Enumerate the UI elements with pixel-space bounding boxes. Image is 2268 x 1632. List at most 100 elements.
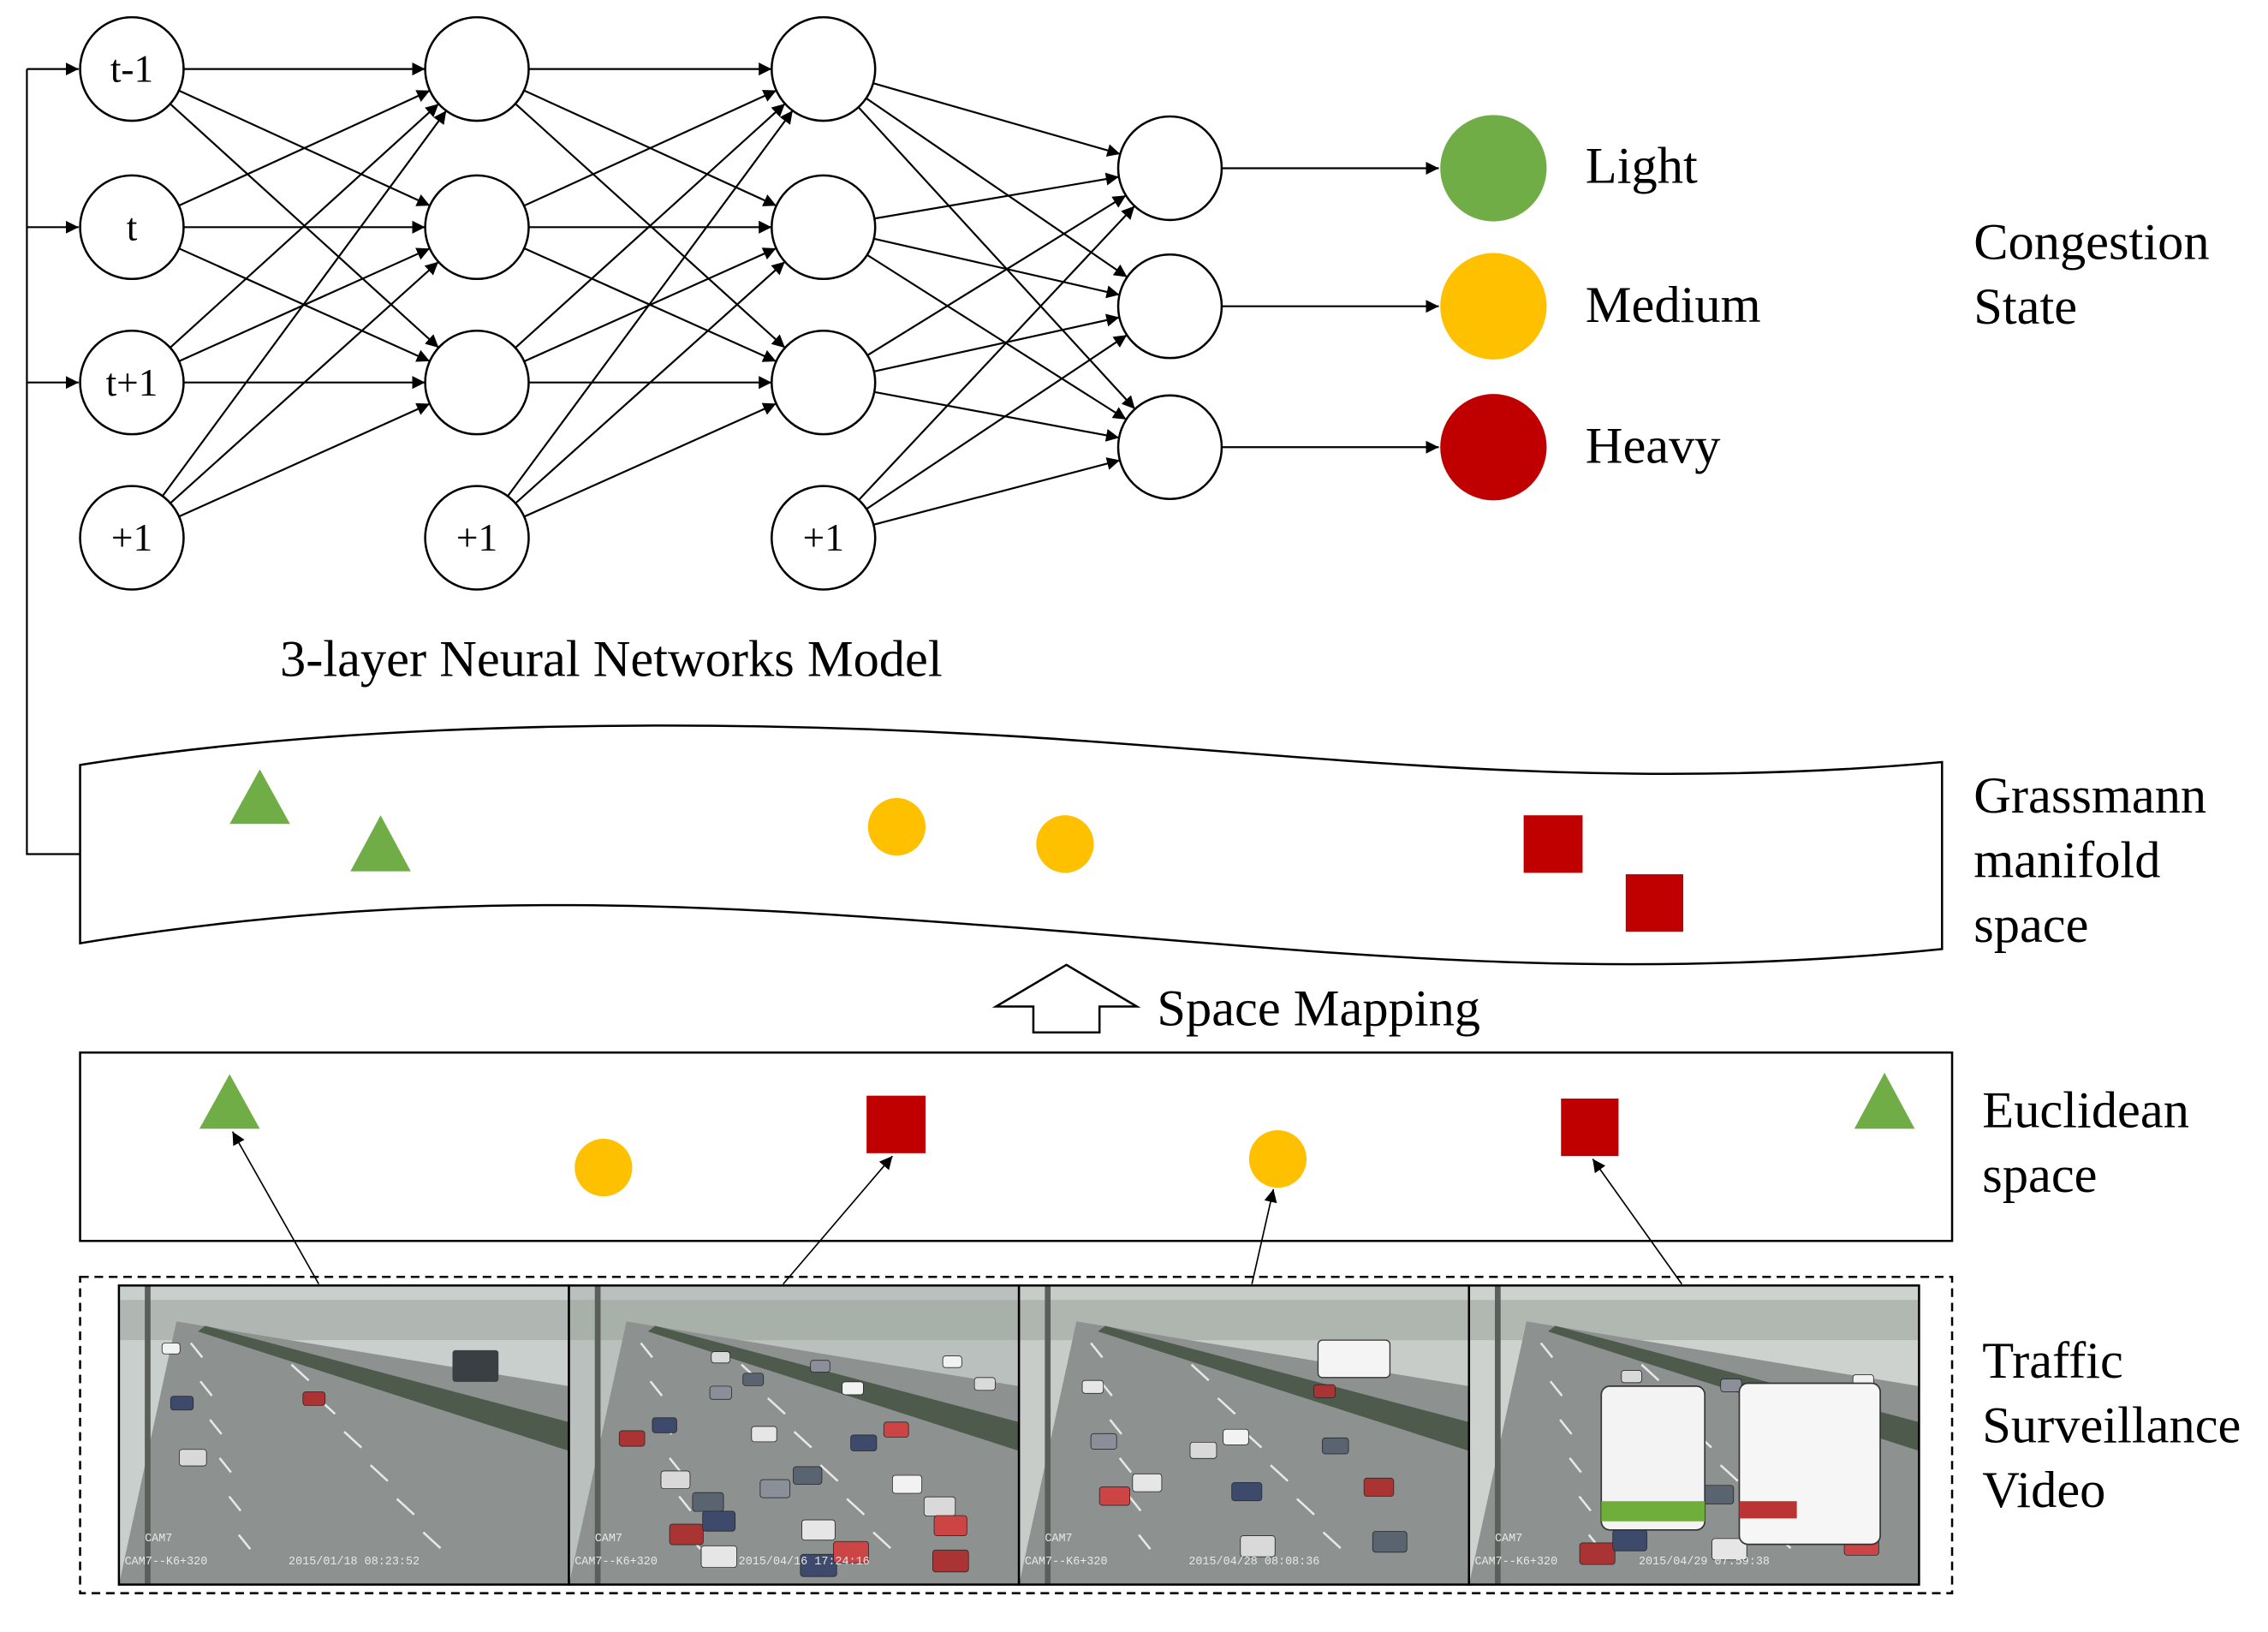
network-connection <box>178 89 431 207</box>
heavy-label: Heavy <box>1586 418 1721 475</box>
network-connection <box>161 110 448 497</box>
hidden-layer-2: +1 <box>771 15 877 591</box>
svg-text:space: space <box>1982 1147 2097 1204</box>
grassmann-manifold-band <box>79 724 1944 966</box>
hidden-layer-1: +1 <box>424 15 530 591</box>
frame-timestamp: 2015/04/29 07:59:38 <box>1639 1556 1770 1569</box>
frame-location-label: CAM7--K6+320 <box>125 1556 208 1569</box>
light-triangle-marker <box>199 1074 260 1129</box>
bias-label: +1 <box>803 516 844 559</box>
medium-circle-marker <box>574 1139 633 1197</box>
network-connection <box>872 457 1121 526</box>
network-connections <box>161 63 1136 526</box>
network-connection <box>873 313 1120 372</box>
svg-text:State: State <box>1973 278 2077 336</box>
network-connection <box>515 103 786 349</box>
input-node-label: t <box>127 205 138 248</box>
svg-text:Traffic: Traffic <box>1982 1332 2123 1390</box>
space-mapping-arrow <box>991 963 1141 1034</box>
network-connection <box>866 194 1127 356</box>
network-connection <box>873 237 1120 299</box>
frame-timestamp: 2015/04/16 17:24:16 <box>739 1556 870 1569</box>
medium-state-dot <box>1440 253 1547 360</box>
network-connection <box>170 260 439 504</box>
input-node-t-plus-1: t+1 <box>79 329 185 436</box>
svg-text:Congestion: Congestion <box>1973 213 2209 271</box>
medium-circle-marker <box>1248 1129 1307 1188</box>
light-state-dot <box>1440 115 1547 222</box>
network-connection <box>866 334 1128 510</box>
heavy-square-marker <box>1625 874 1684 932</box>
frame-location-label: CAM7--K6+320 <box>1475 1556 1558 1569</box>
output-node <box>1116 253 1223 360</box>
network-connection <box>874 390 1120 442</box>
network-connection <box>515 260 786 504</box>
input-node-label: t-1 <box>110 48 153 91</box>
hidden1-node <box>424 15 530 122</box>
output-layer <box>1116 115 1223 500</box>
network-connection <box>857 106 1136 410</box>
euclidean-label: Euclidean space <box>1982 1082 2189 1205</box>
frame-timestamp: 2015/01/18 08:23:52 <box>289 1556 420 1569</box>
frame-camera-label: CAM7 <box>1495 1533 1522 1546</box>
medium-label: Medium <box>1586 277 1761 334</box>
input-node-label: t+1 <box>106 361 158 404</box>
output-node <box>1116 394 1223 500</box>
network-connection <box>507 110 794 497</box>
svg-text:space: space <box>1973 896 2088 954</box>
network-connection <box>872 82 1121 157</box>
hidden2-bias-node: +1 <box>771 485 877 591</box>
light-triangle-marker <box>1854 1072 1915 1129</box>
heavy-square-marker <box>1523 815 1583 873</box>
network-connection <box>178 402 431 518</box>
bias-label: +1 <box>111 516 152 559</box>
frame-camera-label: CAM7 <box>595 1533 622 1546</box>
heavy-square-marker <box>866 1095 926 1153</box>
svg-text:Euclidean: Euclidean <box>1982 1082 2189 1140</box>
network-connection <box>866 253 1128 420</box>
grassmann-label: Grassmann manifold space <box>1973 767 2206 954</box>
light-triangle-marker <box>229 769 290 825</box>
hidden2-node <box>771 174 877 281</box>
congestion-state-label: Congestion State <box>1973 213 2209 336</box>
frame-camera-label: CAM7 <box>145 1533 172 1546</box>
frame-location-label: CAM7--K6+320 <box>574 1556 658 1569</box>
heavy-square-marker <box>1561 1099 1619 1157</box>
input-node-t: t <box>79 174 185 281</box>
input-node-t-minus-1: t-1 <box>79 15 185 122</box>
network-connection <box>866 97 1128 278</box>
bias-label: +1 <box>456 516 497 559</box>
network-connection <box>523 402 777 518</box>
frame-camera-label: CAM7 <box>1045 1533 1072 1546</box>
light-label: Light <box>1586 137 1698 194</box>
space-mapping-label: Space Mapping <box>1157 980 1480 1037</box>
network-connection <box>858 205 1135 501</box>
medium-circle-marker <box>1036 815 1094 873</box>
frame-to-point-arrows <box>231 1131 1683 1285</box>
network-connection <box>169 103 440 348</box>
svg-text:Grassmann: Grassmann <box>1973 767 2206 825</box>
svg-text:manifold: manifold <box>1973 831 2160 889</box>
hidden1-bias-node: +1 <box>424 485 530 591</box>
frame-timestamp: 2015/04/28 08:08:36 <box>1188 1556 1319 1569</box>
input-bias-node: +1 <box>79 485 185 591</box>
network-connection <box>523 89 777 207</box>
heavy-state-dot <box>1440 394 1547 501</box>
frame-location-label: CAM7--K6+320 <box>1025 1556 1108 1569</box>
input-layer: t-1 t t+1 +1 <box>79 15 185 591</box>
hidden2-node <box>771 15 877 122</box>
traffic-video-label: Traffic Surveillance Video <box>1982 1332 2241 1519</box>
euclidean-space-box <box>79 1051 1954 1242</box>
hidden2-node <box>771 329 877 436</box>
medium-circle-marker <box>867 798 926 856</box>
network-connection <box>874 172 1120 220</box>
network-caption: 3-layer Neural Networks Model <box>280 630 943 688</box>
light-triangle-marker <box>350 815 411 872</box>
